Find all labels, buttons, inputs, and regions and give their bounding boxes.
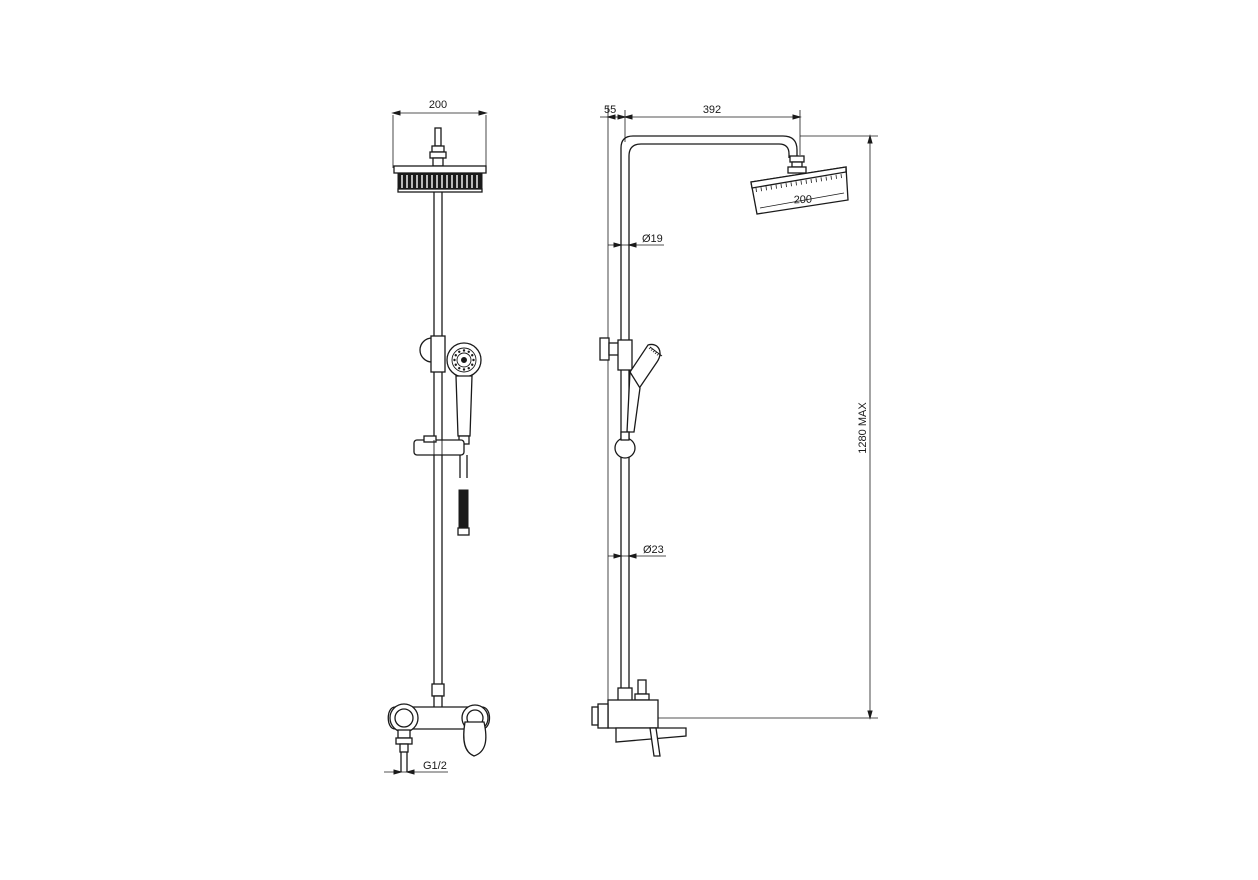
lower-pipe-diameter-label: Ø23 xyxy=(643,544,664,556)
arm-dimensions: 55 392 xyxy=(600,104,802,155)
side-head-width-label: 200 xyxy=(794,194,813,207)
rain-shower-head-front xyxy=(393,165,487,193)
diverter-collar-front xyxy=(431,683,445,709)
arm-length-label: 392 xyxy=(703,104,721,116)
upper-wall-bracket-side xyxy=(599,337,633,371)
inlet-thread-label: G1/2 xyxy=(423,760,447,772)
front-head-width-label: 200 xyxy=(429,99,447,111)
side-view: 55 392 200 Ø19 xyxy=(591,104,878,757)
side-head-width-dimension: 200 xyxy=(759,192,845,209)
slide-holder-front xyxy=(413,435,465,456)
upper-pipe-diameter-dimension: Ø19 xyxy=(608,233,664,248)
mixer-body-front xyxy=(387,703,491,772)
front-head-width-dimension: 200 xyxy=(391,99,488,168)
slide-holder-side xyxy=(614,431,636,459)
inlet-thread-dimension: G1/2 xyxy=(384,760,448,775)
front-view: 200 xyxy=(384,99,491,775)
riser-and-arm-side xyxy=(620,135,798,690)
lower-pipe-diameter-dimension: Ø23 xyxy=(608,544,666,559)
rain-shower-head-side xyxy=(750,166,849,215)
head-connector xyxy=(429,127,447,167)
hand-shower-front xyxy=(446,342,482,445)
hand-shower-side xyxy=(626,343,663,433)
head-connector-side xyxy=(787,155,807,174)
shower-hose-front xyxy=(457,455,470,536)
upper-wall-bracket-front xyxy=(419,335,446,373)
height-dimension: 1280 MAX xyxy=(640,134,878,720)
upper-pipe-diameter-label: Ø19 xyxy=(642,233,663,245)
mixer-body-side xyxy=(591,679,687,757)
height-label: 1280 MAX xyxy=(857,402,869,454)
wall-offset-label: 55 xyxy=(604,104,616,116)
